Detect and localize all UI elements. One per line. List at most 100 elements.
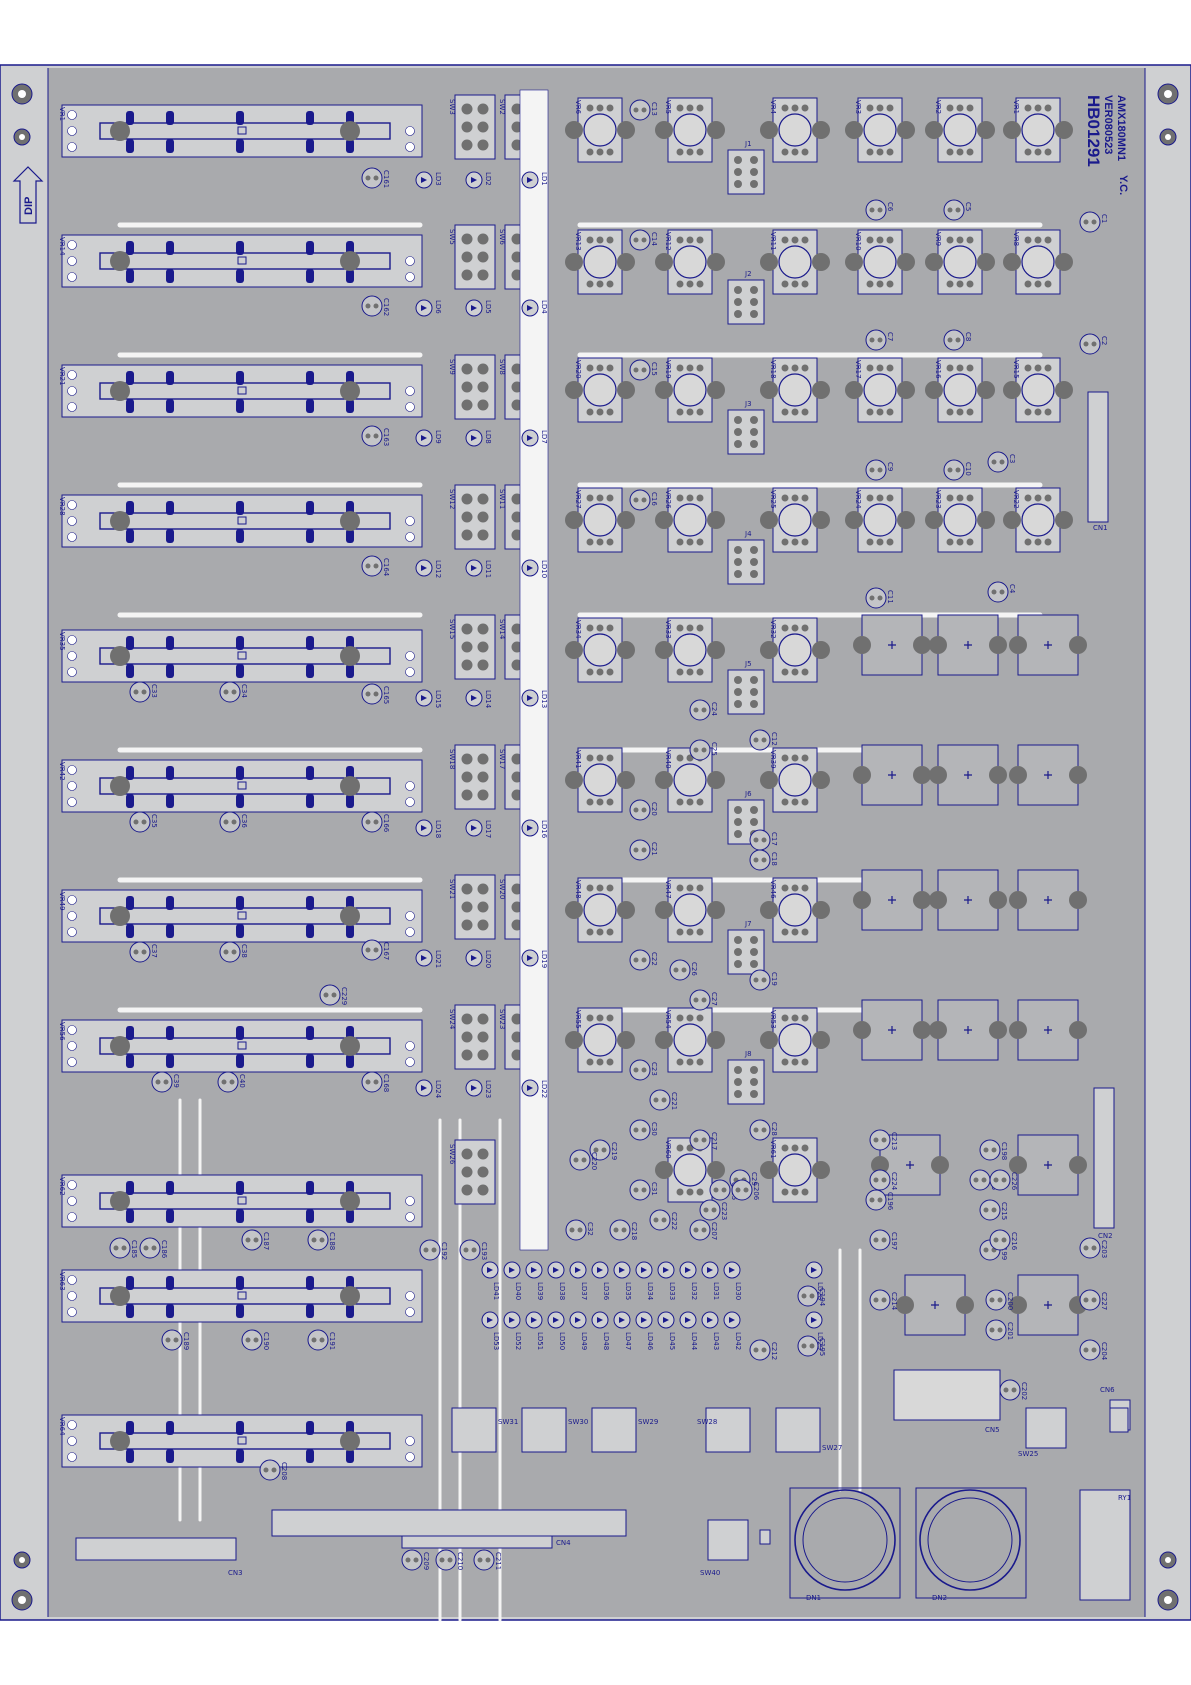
fader-vr1[interactable]: VR1 xyxy=(58,104,423,158)
pot-vr13[interactable]: VR13 xyxy=(565,229,635,295)
capacitor-label: C5 xyxy=(964,202,972,211)
switch-sw26[interactable]: SW26 xyxy=(448,1139,496,1205)
jumper-j2[interactable]: J2 xyxy=(727,270,765,325)
pot-vr24[interactable]: VR24 xyxy=(845,487,915,553)
connector-cn5[interactable]: CN5 xyxy=(893,1369,1001,1434)
pot-label: VR8 xyxy=(1012,232,1020,246)
pot-vr4[interactable]: VR4 xyxy=(760,97,830,163)
switch-sw40[interactable]: SW40 xyxy=(700,1519,749,1577)
pot-vr1[interactable]: VR1 xyxy=(1003,97,1073,163)
capacitor-c21: C21 xyxy=(629,839,658,861)
pot-vr25[interactable]: VR25 xyxy=(760,487,830,553)
capacitor-c33: C33 xyxy=(129,681,158,703)
led-ld18: LD18 xyxy=(415,819,442,838)
pot-vr12[interactable]: VR12 xyxy=(655,229,725,295)
switch-sw12[interactable]: SW12 xyxy=(448,484,496,550)
pot-vr47[interactable]: VR47 xyxy=(655,877,725,943)
switch-sw5[interactable]: SW5 xyxy=(448,224,496,290)
connector-cn1[interactable]: CN1 xyxy=(1087,391,1109,532)
pot-vr18[interactable]: VR18 xyxy=(760,357,830,423)
switch-sw21[interactable]: SW21 xyxy=(448,874,496,940)
dc-dc-module xyxy=(929,744,1007,806)
switch-sw29[interactable]: SW29 xyxy=(591,1407,658,1453)
switch-sw31[interactable]: SW31 xyxy=(451,1407,518,1453)
capacitor-label: C209 xyxy=(422,1552,430,1570)
pot-vr5[interactable]: VR5 xyxy=(655,97,725,163)
pot-vr41[interactable]: VR41 xyxy=(565,747,635,813)
switch-sw24[interactable]: SW24 xyxy=(448,1004,496,1070)
jumper-j7[interactable]: J7 xyxy=(727,920,765,975)
pot-vr23[interactable]: VR23 xyxy=(925,487,995,553)
switch-sw18[interactable]: SW18 xyxy=(448,744,496,810)
jumper-j5[interactable]: J5 xyxy=(727,660,765,715)
switch-sw25[interactable]: SW25 xyxy=(1018,1407,1067,1458)
encoder-dn2[interactable]: DN2 xyxy=(915,1487,1027,1602)
pot-vr32[interactable]: VR32 xyxy=(760,617,830,683)
pot-vr48[interactable]: VR48 xyxy=(565,877,635,943)
fader-vr28[interactable]: VR28 xyxy=(58,494,423,548)
switch-sw15[interactable]: SW15 xyxy=(448,614,496,680)
pot-vr16[interactable]: VR16 xyxy=(925,357,995,423)
jumper-j8[interactable]: J8 xyxy=(727,1050,765,1105)
pot-vr53[interactable]: VR53 xyxy=(760,1007,830,1073)
connector-cn2[interactable]: CN2 xyxy=(1093,1087,1115,1240)
fader-vr56[interactable]: VR56 xyxy=(58,1019,423,1073)
capacitor-label: C222 xyxy=(670,1212,678,1230)
pot-vr39[interactable]: VR39 xyxy=(760,747,830,813)
led-ld23: LD23 xyxy=(465,1079,492,1098)
switch-sw3[interactable]: SW3 xyxy=(448,94,496,160)
capacitor-label: C198 xyxy=(1000,1142,1008,1160)
pot-vr15[interactable]: VR15 xyxy=(1003,357,1073,423)
jumper-j3[interactable]: J3 xyxy=(727,400,765,455)
led-ld2: LD2 xyxy=(465,171,492,189)
relay-ry1[interactable]: RY1 xyxy=(1079,1489,1131,1601)
fader-vr64[interactable]: VR64 xyxy=(58,1414,423,1468)
pot-vr55[interactable]: VR55 xyxy=(565,1007,635,1073)
pot-vr19[interactable]: VR19 xyxy=(655,357,725,423)
pot-vr27[interactable]: VR27 xyxy=(565,487,635,553)
pot-vr8[interactable]: VR8 xyxy=(1003,229,1073,295)
fader-vr62[interactable]: VR62 xyxy=(58,1174,423,1228)
switch-sw30[interactable]: SW30 xyxy=(521,1407,588,1453)
pot-vr6[interactable]: VR6 xyxy=(565,97,635,163)
pot-vr9[interactable]: VR9 xyxy=(925,229,995,295)
fader-vr14[interactable]: VR14 xyxy=(58,234,423,288)
capacitor-label: C31 xyxy=(650,1182,658,1196)
jumper-j4[interactable]: J4 xyxy=(727,530,765,585)
jumper-j1[interactable]: J1 xyxy=(727,140,765,195)
fader-vr42[interactable]: VR42 xyxy=(58,759,423,813)
pot-vr26[interactable]: VR26 xyxy=(655,487,725,553)
pot-vr33[interactable]: VR33 xyxy=(655,617,725,683)
switch-sw28[interactable]: SW28 xyxy=(697,1407,751,1453)
led-label: LD13 xyxy=(540,690,548,708)
pot-vr34[interactable]: VR34 xyxy=(565,617,635,683)
pot-vr3[interactable]: VR3 xyxy=(845,97,915,163)
pot-vr54[interactable]: VR54 xyxy=(655,1007,725,1073)
connector-cn3[interactable]: CN3 xyxy=(75,1537,243,1577)
pot-vr40[interactable]: VR40 xyxy=(655,747,725,813)
cn4-label: CN4 xyxy=(556,1539,571,1547)
capacitor-label: C162 xyxy=(382,298,390,316)
switch-sw9[interactable]: SW9 xyxy=(448,354,496,420)
led-label: LD38 xyxy=(558,1282,566,1300)
encoder-dn1[interactable]: DN1 xyxy=(789,1487,901,1602)
pot-vr2[interactable]: VR2 xyxy=(925,97,995,163)
fader-vr63[interactable]: VR63 xyxy=(58,1269,423,1323)
fader-vr35[interactable]: VR35 xyxy=(58,629,423,683)
pot-vr10[interactable]: VR10 xyxy=(845,229,915,295)
led-ld24: LD24 xyxy=(415,1079,442,1099)
pot-vr46[interactable]: VR46 xyxy=(760,877,830,943)
fader-vr21[interactable]: VR21 xyxy=(58,364,423,418)
pot-vr22[interactable]: VR22 xyxy=(1003,487,1073,553)
pot-vr61[interactable]: VR61 xyxy=(760,1137,830,1203)
pot-vr17[interactable]: VR17 xyxy=(845,357,915,423)
capacitor-label: C203 xyxy=(1100,1240,1108,1258)
pot-vr11[interactable]: VR11 xyxy=(760,229,830,295)
connector-cn7[interactable] xyxy=(1109,1407,1129,1433)
capacitor-c192: C192 xyxy=(419,1239,448,1261)
fader-vr49[interactable]: VR49 xyxy=(58,889,423,943)
pot-vr20[interactable]: VR20 xyxy=(565,357,635,423)
led-ld31: LD31 xyxy=(701,1261,720,1300)
led-label: LD5 xyxy=(484,300,492,314)
switch-sw27[interactable]: SW27 xyxy=(775,1407,842,1453)
